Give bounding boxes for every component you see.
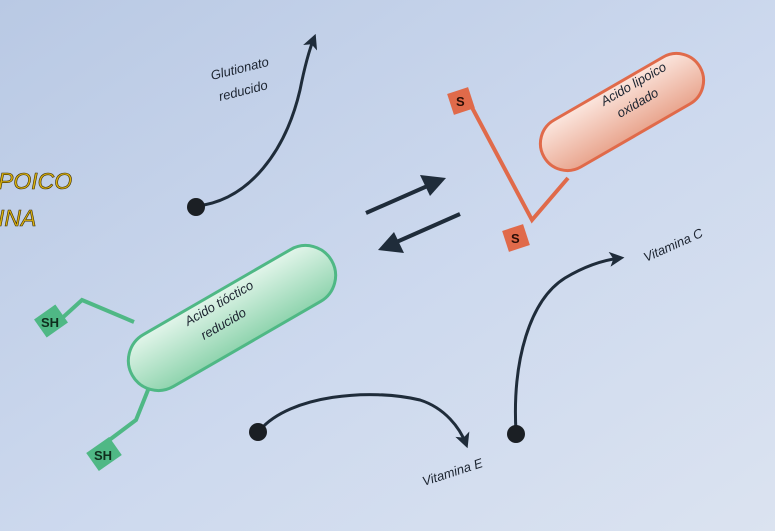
oxidized-s-bottom-box <box>502 224 530 252</box>
reduced-sh-lower-box <box>86 436 122 472</box>
oxidized-bridge <box>466 99 570 224</box>
reduced-tioctic-acid: SH SH Acido tióctico reducido <box>34 244 338 472</box>
oxidized-s-top-box <box>447 87 475 115</box>
reduced-lower-arm <box>102 379 154 446</box>
glutathione-dot <box>187 198 205 216</box>
vitamin-e-dot <box>249 423 267 441</box>
vitamin-c-dot <box>507 425 525 443</box>
oxidized-s-bottom: S <box>511 231 520 246</box>
reduced-upper-arm <box>58 297 135 324</box>
oxidized-pill <box>538 52 706 173</box>
vitamin-e-arrow <box>258 393 470 449</box>
reduced-sh-upper-box <box>34 304 68 338</box>
reduced-sh-lower: SH <box>94 448 112 463</box>
vitamin-c-arrow <box>513 251 625 433</box>
equilibrium-arrows <box>365 175 461 253</box>
side-title-line-2: INA <box>0 205 36 231</box>
glutathione-arrow <box>196 33 318 208</box>
reduced-pill <box>126 244 338 392</box>
reduced-sh-upper: SH <box>41 315 59 330</box>
oxidized-s-top: S <box>456 94 465 109</box>
side-title-line-1: POICO <box>0 168 72 194</box>
